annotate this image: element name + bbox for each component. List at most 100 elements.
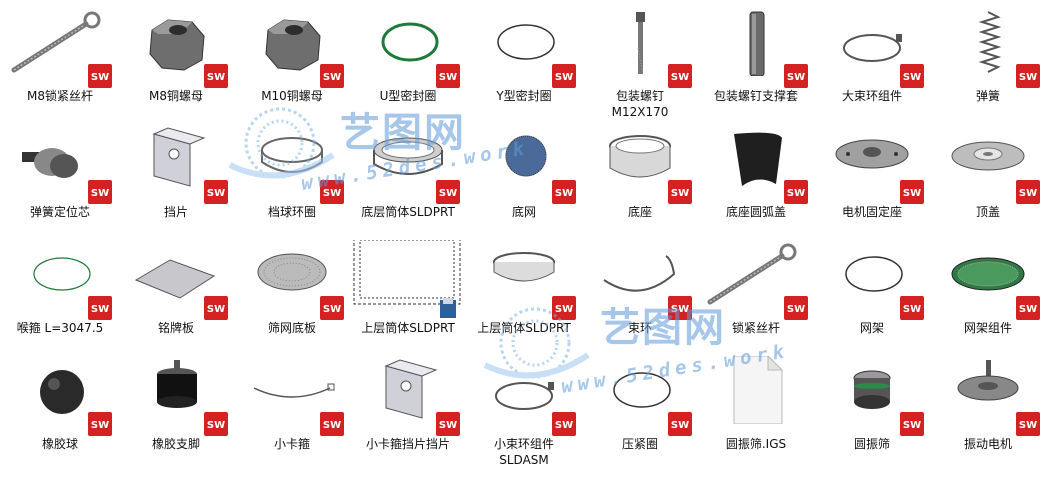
solidworks-badge-icon: SW [204, 412, 228, 436]
vibrating-screen-icon [814, 356, 930, 424]
file-label: 压紧圈 [621, 437, 658, 451]
bracket-icon [350, 356, 466, 424]
solidworks-badge-icon: SW [900, 296, 924, 320]
file-label: 上层筒体SLDPRT [361, 321, 455, 335]
thin-ring-icon [582, 356, 698, 424]
file-item[interactable]: SW 筛网底板 [234, 240, 350, 355]
file-label: 档球环圈 [267, 205, 316, 219]
svg-text:SW: SW [207, 420, 225, 431]
svg-text:SW: SW [787, 72, 805, 83]
solidworks-badge-icon: SW [88, 296, 112, 320]
file-label: 网架 [859, 321, 884, 335]
svg-text:SW: SW [671, 304, 689, 315]
solidworks-badge-icon: SW [436, 64, 460, 88]
mesh-frame-icon [930, 240, 1046, 308]
svg-text:SW: SW [439, 420, 457, 431]
svg-text:SW: SW [1019, 72, 1037, 83]
svg-text:SW: SW [903, 304, 921, 315]
svg-text:SW: SW [323, 72, 341, 83]
svg-text:SW: SW [1019, 304, 1037, 315]
spring-icon [930, 8, 1046, 76]
file-label: 锁紧丝杆 [731, 321, 780, 335]
arc-cover-icon [698, 124, 814, 192]
file-label: M10铜螺母 [261, 89, 323, 103]
solidworks-badge-icon: SW [784, 180, 808, 204]
file-label: 上层筒体SLDPRT [477, 321, 571, 335]
svg-text:SW: SW [787, 188, 805, 199]
solidworks-badge-icon: SW [436, 412, 460, 436]
file-item[interactable]: SW 弹簧 [930, 8, 1046, 123]
svg-text:SW: SW [91, 188, 109, 199]
plate-icon [118, 240, 234, 308]
file-label: U型密封圈 [379, 89, 437, 103]
solidworks-badge-icon: SW [552, 64, 576, 88]
solidworks-badge-icon: SW [88, 412, 112, 436]
hose-clamp-icon [2, 240, 118, 308]
svg-text:SW: SW [323, 304, 341, 315]
svg-text:SW: SW [555, 420, 573, 431]
file-item[interactable]: 圆振筛.IGS [698, 356, 814, 471]
file-label: 圆振筛 [853, 437, 890, 451]
long-bolt-icon [582, 8, 698, 76]
solidworks-badge-icon: SW [204, 64, 228, 88]
vibration-motor-icon [930, 356, 1046, 424]
svg-text:SW: SW [323, 188, 341, 199]
solidworks-badge-icon: SW [1016, 180, 1040, 204]
svg-text:SW: SW [91, 304, 109, 315]
svg-text:SW: SW [439, 72, 457, 83]
file-item[interactable]: 上层筒体SLDPRT [350, 240, 466, 355]
file-label: 筛网底板 [267, 321, 316, 335]
file-item[interactable]: SW 网架 [814, 240, 930, 355]
file-item[interactable]: SW 档球环圈 [234, 124, 350, 239]
file-label: 铭牌板 [157, 321, 194, 335]
file-label: M8铜螺母 [149, 89, 203, 103]
solidworks-badge-icon: SW [1016, 296, 1040, 320]
file-label: 顶盖 [975, 205, 1000, 219]
mesh-disc-icon [466, 124, 582, 192]
document-preview-icon [350, 240, 466, 308]
svg-text:SW: SW [671, 72, 689, 83]
solidworks-badge-icon: SW [204, 296, 228, 320]
solidworks-badge-icon: SW [320, 64, 344, 88]
svg-text:SW: SW [903, 420, 921, 431]
blank-file-icon [698, 356, 814, 424]
locating-core-icon [2, 124, 118, 192]
svg-text:SW: SW [439, 188, 457, 199]
file-label: 弹簧定位芯 [29, 205, 90, 219]
file-label: 包装螺钉支撑套 [713, 89, 798, 103]
file-item[interactable]: SW 顶盖 [930, 124, 1046, 239]
file-item[interactable]: SW 铭牌板 [118, 240, 234, 355]
file-item[interactable]: SW 包装螺钉支撑套 [698, 8, 814, 123]
file-label: Y型密封圈 [496, 89, 552, 103]
file-label: 弹簧 [975, 89, 1000, 103]
solidworks-badge-icon: SW [1016, 412, 1040, 436]
file-item[interactable]: SW 圆振筛 [814, 356, 930, 471]
svg-text:SW: SW [323, 420, 341, 431]
